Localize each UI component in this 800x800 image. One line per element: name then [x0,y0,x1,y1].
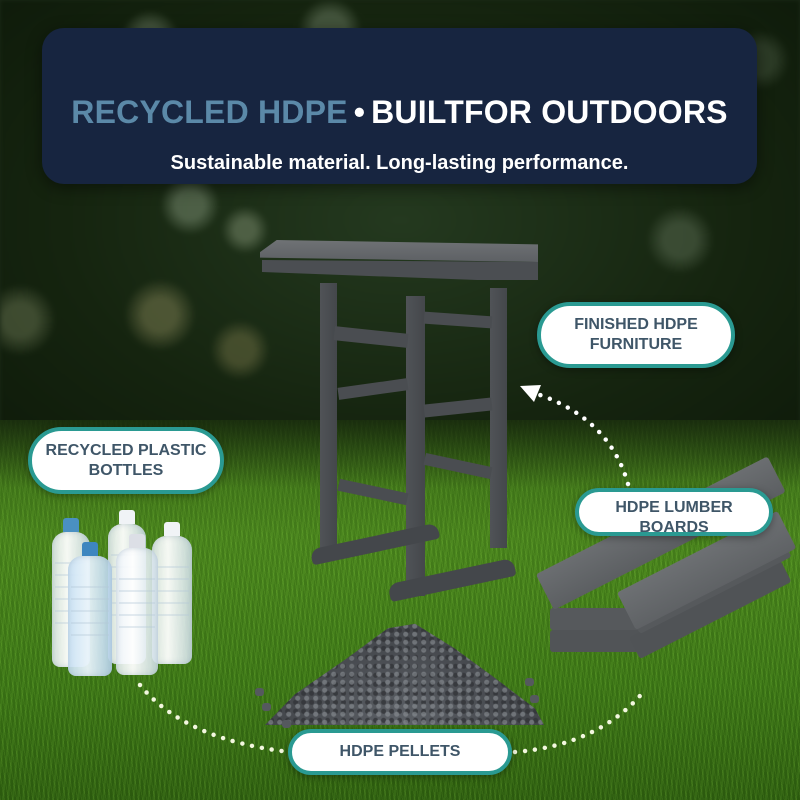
pellet [525,678,534,686]
plastic-bottles-image [50,510,210,680]
title-accent: RECYCLED HDPE [71,94,348,130]
pellet [262,703,271,711]
hdpe-lumber-boards-image [535,456,800,710]
label-line: BOTTLES [88,461,164,479]
label-hdpe-pellets: HDPE PELLETS [288,729,512,775]
label-line: BOARDS [639,519,709,536]
pellet [530,695,539,703]
label-hdpe-lumber-boards: HDPE LUMBER BOARDS [575,488,773,536]
label-line: HDPE LUMBER [615,499,733,516]
title-separator: • [353,94,366,130]
hdpe-bar-table-image [258,238,540,603]
label-recycled-plastic-bottles: RECYCLED PLASTIC BOTTLES [28,427,224,494]
header-banner: RECYCLED HDPE•BUILTFOR OUTDOORS Sustaina… [42,28,757,184]
label-line: RECYCLED PLASTIC [45,441,207,459]
label-line: HDPE PELLETS [339,743,461,760]
pellet [255,688,264,696]
pellet [282,720,291,728]
label-line: FINISHED HDPE [574,316,698,333]
label-finished-hdpe-furniture: FINISHED HDPE FURNITURE [537,302,735,368]
title-main: BUILTFOR OUTDOORS [371,94,728,130]
banner-title: RECYCLED HDPE•BUILTFOR OUTDOORS [42,94,757,131]
label-line: FURNITURE [589,336,683,353]
banner-subtitle: Sustainable material. Long-lasting perfo… [170,152,629,174]
